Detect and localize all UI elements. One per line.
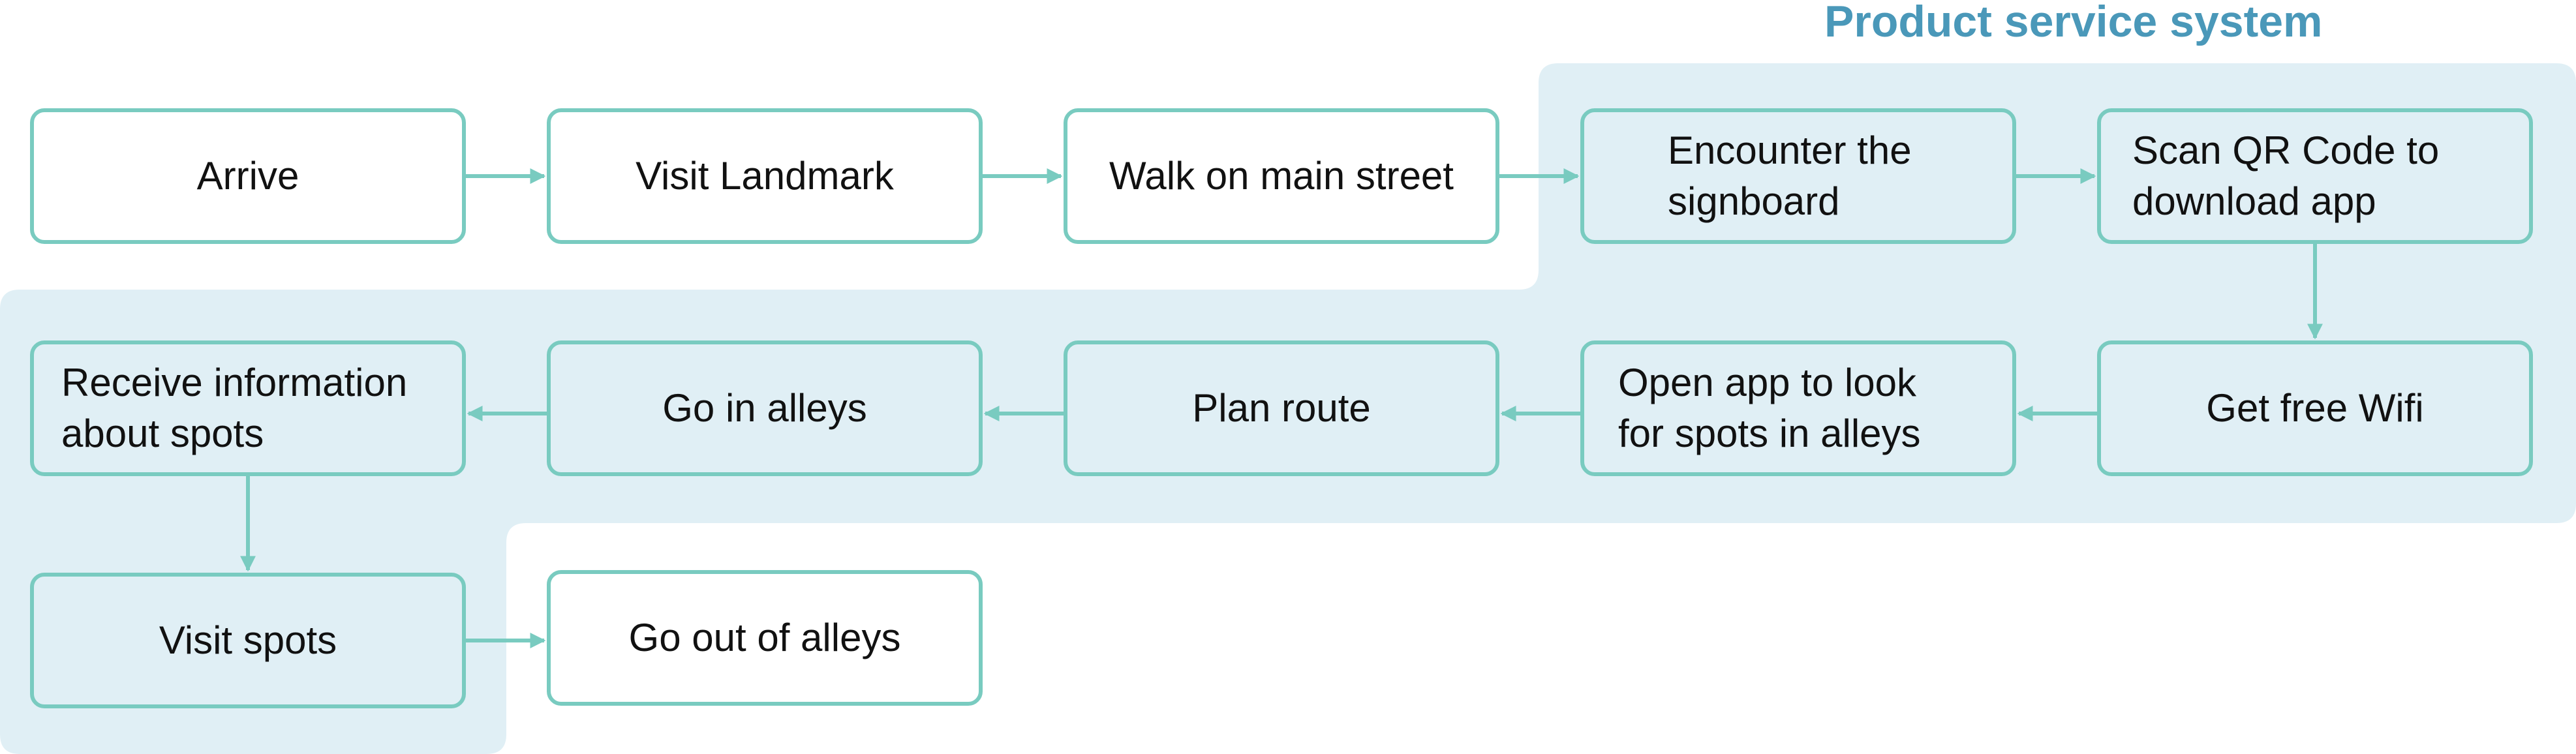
group-title: Product service system <box>1824 0 2323 46</box>
node-scan-qr-label: Scan QR Code to download app <box>2132 128 2440 223</box>
node-walk-main-street-label: Walk on main street <box>1109 154 1454 198</box>
node-encounter-signboard-label: Encounter the signboard <box>1668 128 1912 223</box>
node-go-out-alleys: Go out of alleys <box>547 570 983 706</box>
node-arrive: Arrive <box>30 108 466 244</box>
node-visit-spots-label: Visit spots <box>159 618 337 662</box>
node-go-out-alleys-label: Go out of alleys <box>628 616 901 659</box>
node-go-in-alleys-label: Go in alleys <box>662 386 867 430</box>
node-encounter-signboard: Encounter the signboard <box>1580 108 2016 244</box>
node-get-wifi-label: Get free Wifi <box>2206 386 2424 430</box>
node-visit-spots: Visit spots <box>30 573 466 708</box>
node-plan-route: Plan route <box>1064 340 1499 476</box>
node-visit-landmark-label: Visit Landmark <box>636 154 894 198</box>
node-receive-info-label: Receive information about spots <box>61 361 408 455</box>
node-open-app: Open app to look for spots in alleys <box>1580 340 2016 476</box>
node-plan-route-label: Plan route <box>1192 386 1371 430</box>
node-receive-info: Receive information about spots <box>30 340 466 476</box>
node-go-in-alleys: Go in alleys <box>547 340 983 476</box>
node-visit-landmark: Visit Landmark <box>547 108 983 244</box>
node-open-app-label: Open app to look for spots in alleys <box>1618 361 1921 455</box>
node-arrive-label: Arrive <box>196 154 299 198</box>
node-scan-qr: Scan QR Code to download app <box>2097 108 2533 244</box>
node-walk-main-street: Walk on main street <box>1064 108 1499 244</box>
node-get-wifi: Get free Wifi <box>2097 340 2533 476</box>
